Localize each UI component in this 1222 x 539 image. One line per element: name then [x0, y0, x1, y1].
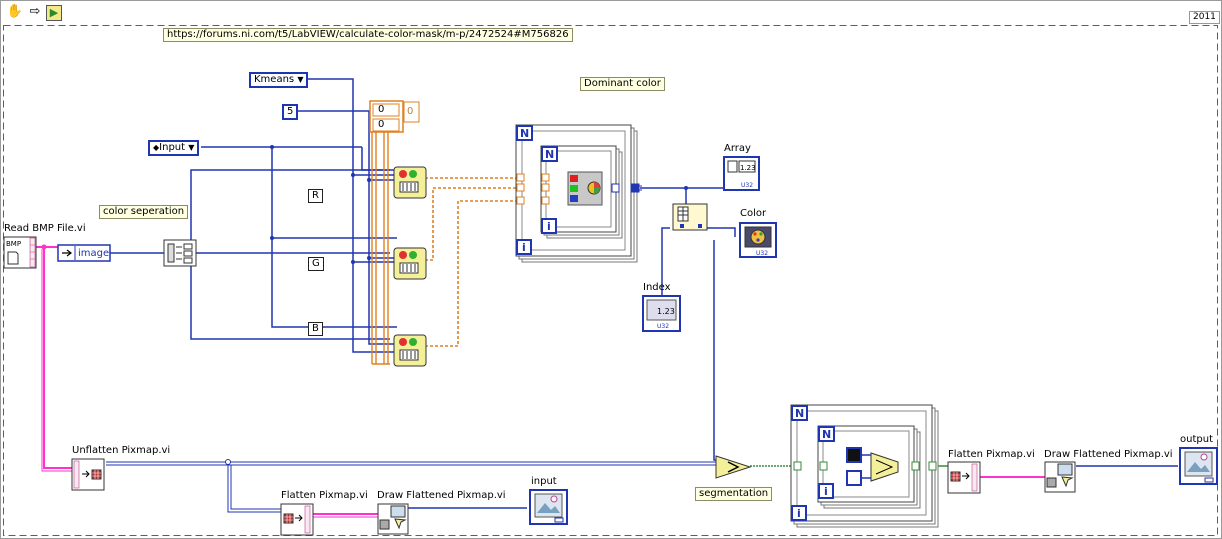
color-separation-note: color seperation: [99, 205, 189, 219]
array-indicator: 1.23 U32: [723, 156, 760, 191]
image-label: image: [78, 248, 110, 259]
color-separation-node: [163, 239, 197, 267]
input-enum[interactable]: ◆Input ▼: [148, 140, 200, 156]
pink-wires: [36, 246, 1046, 515]
image-unbundle: [57, 244, 111, 262]
k-constant[interactable]: 5: [282, 104, 299, 120]
picture-indicator-input: [529, 489, 568, 525]
array-u32-text: U32: [741, 182, 753, 189]
loop-n-label: N: [822, 428, 831, 441]
draw-right-label: Draw Flattened Pixmap.vi: [1044, 449, 1173, 460]
flatten-right-label: Flatten Pixmap.vi: [948, 449, 1035, 460]
loop-i-label: i: [824, 485, 828, 498]
kmeans-enum[interactable]: Kmeans ▼: [249, 72, 309, 88]
dominant-color-note: Dominant color: [580, 77, 665, 91]
url-note: https://forums.ni.com/t5/LabVIEW/calcula…: [163, 28, 573, 42]
kmeans-subvi-g: [393, 247, 427, 280]
unflatten-pixmap-node: [71, 458, 105, 491]
rgb-cluster-node: [567, 171, 603, 206]
loop-tunnels: [516, 173, 550, 205]
version-label: 2011: [1189, 11, 1220, 24]
draw-flattened-right-node: [1044, 461, 1076, 493]
channel-g: G: [308, 257, 324, 271]
index-num-text: 1.23: [657, 307, 675, 316]
read-bmp-node: BMP: [3, 236, 37, 269]
input-indicator-label: input: [531, 476, 557, 487]
picture-indicator-output: [1179, 447, 1218, 485]
kmeans-subvi-r: [393, 166, 427, 199]
arrow-right-icon[interactable]: ⇨: [29, 4, 41, 19]
loop-n-label: N: [795, 407, 804, 420]
kmeans-subvi-b: [393, 334, 427, 367]
loop-i-label: i: [522, 241, 526, 254]
segmentation-comparator: [715, 455, 752, 479]
flatten-pixmap-right-node: [947, 461, 981, 494]
array-value-2: 0: [378, 119, 385, 130]
svg-text:BMP: BMP: [6, 240, 21, 248]
channel-b: B: [308, 322, 323, 336]
index-control: 1.23 U32: [642, 295, 681, 332]
index-u32-text: U32: [657, 323, 669, 330]
draw-flattened-bottom-node: [377, 503, 409, 535]
segmentation-note: segmentation: [695, 487, 773, 501]
index-label: Index: [643, 282, 671, 293]
draw-bottom-label: Draw Flattened Pixmap.vi: [377, 490, 506, 501]
for-loop-dominant-inner: [540, 145, 623, 239]
array-num-text: 1.23: [740, 164, 756, 172]
loop-count-boxes: N N i i N N i i: [516, 125, 835, 521]
array-label: Array: [724, 143, 751, 154]
flatten-bottom-label: Flatten Pixmap.vi: [281, 490, 368, 501]
unflatten-label: Unflatten Pixmap.vi: [72, 445, 171, 456]
index-array-node: [672, 203, 708, 231]
for-loop-seg-inner: [817, 425, 921, 509]
select-node: [846, 447, 899, 486]
flatten-pixmap-bottom-node: [280, 503, 314, 536]
vi-snippet-icon[interactable]: ▶: [46, 5, 62, 21]
array-index: 0: [407, 106, 414, 117]
loop-n-label: N: [545, 148, 554, 161]
channel-r: R: [308, 189, 323, 203]
color-label: Color: [740, 208, 767, 219]
output-indicator-label: output: [1180, 434, 1213, 445]
loop-n-label: N: [520, 127, 529, 140]
array-value-1: 0: [378, 104, 385, 115]
color-u32-text: U32: [756, 250, 768, 257]
loop-i-label: i: [547, 220, 551, 233]
color-indicator: U32: [739, 222, 777, 258]
snippet-boundary: [3, 25, 1218, 536]
hand-icon[interactable]: ✋: [6, 4, 24, 19]
read-bmp-label: Read BMP File.vi: [4, 223, 86, 234]
loop-i-label: i: [797, 507, 801, 520]
array-constant: [369, 100, 420, 133]
